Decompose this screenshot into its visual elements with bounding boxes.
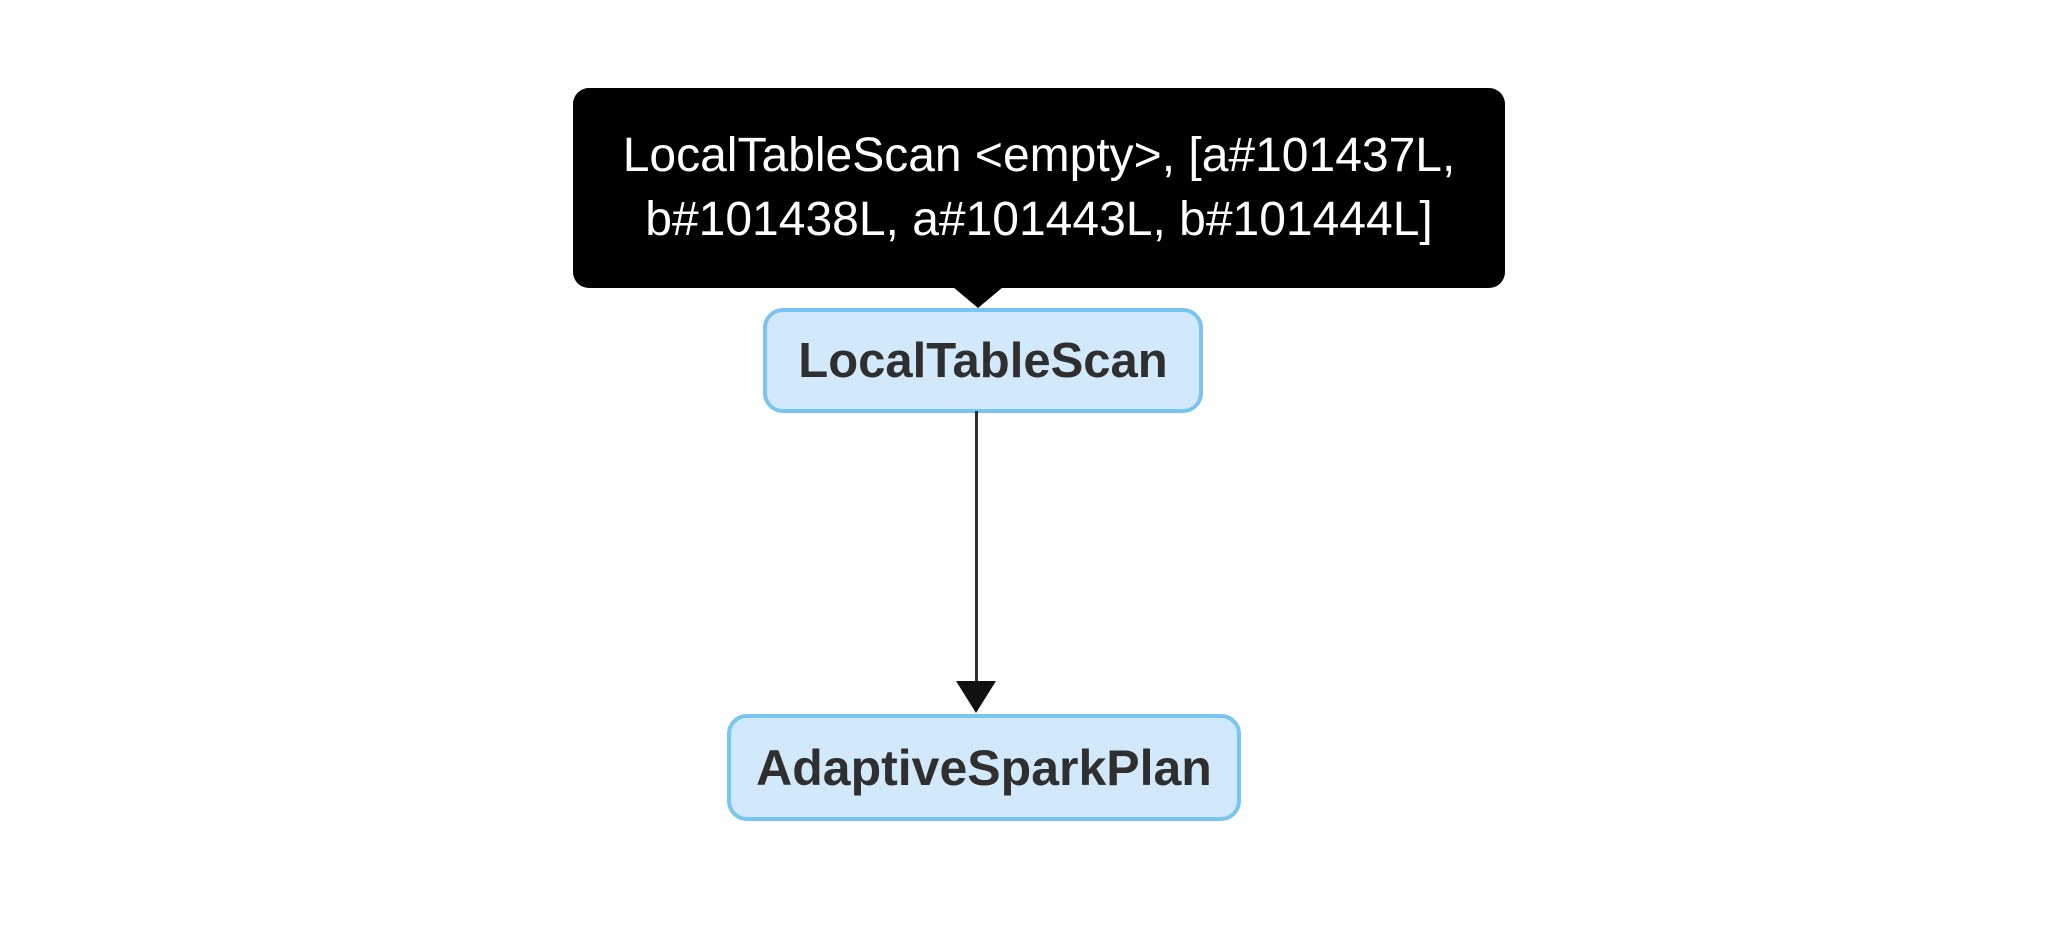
edge-line [975,411,978,683]
tooltip-text: LocalTableScan <empty>, [a#101437L, b#10… [622,129,1456,246]
arrow-down-icon [956,681,996,713]
plan-node-localtablescan[interactable]: LocalTableScan [763,308,1203,413]
plan-node-label: AdaptiveSparkPlan [756,739,1212,796]
plan-node-adaptivesparkplan[interactable]: AdaptiveSparkPlan [727,714,1241,821]
node-tooltip: LocalTableScan <empty>, [a#101437L, b#10… [573,88,1505,308]
tooltip-pointer-icon [953,287,1003,308]
plan-node-label: LocalTableScan [798,333,1168,388]
